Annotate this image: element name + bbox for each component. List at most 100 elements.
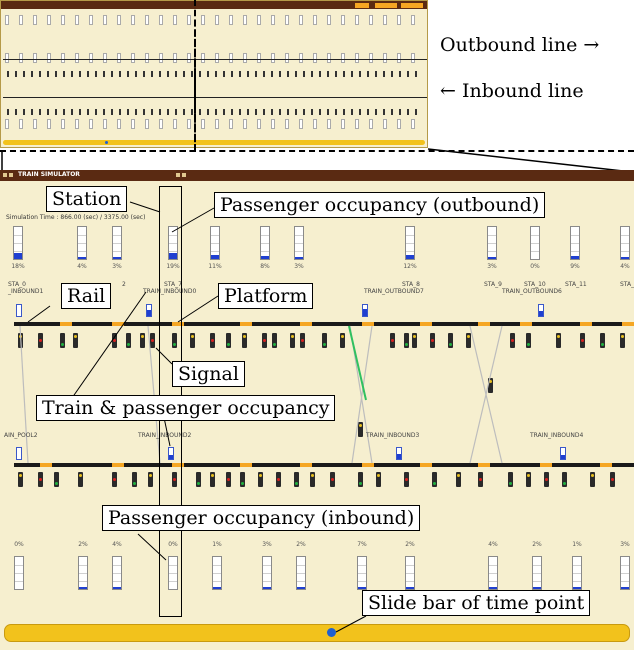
time-slide-knob[interactable]: [326, 628, 336, 637]
platform: [300, 463, 312, 467]
thumbnail-gauge: [327, 119, 331, 129]
thumbnail-signal: [231, 109, 233, 115]
thumbnail-gauge: [19, 53, 23, 63]
occupancy-gauge: [14, 556, 24, 590]
signal: [190, 333, 195, 348]
signal: [140, 333, 145, 348]
thumbnail-signal: [23, 109, 25, 115]
thumbnail-gauge: [131, 53, 135, 63]
thumbnail-gauge: [411, 119, 415, 129]
thumbnail-gauge: [341, 53, 345, 63]
occupancy-gauge: [357, 556, 367, 590]
platform: [622, 322, 634, 326]
thumbnail-signal: [15, 109, 17, 115]
thumbnail-gauge: [257, 53, 261, 63]
station-label: STA_7: [164, 281, 182, 288]
thumbnail-control-button: [355, 3, 369, 8]
thumbnail-signal: [15, 71, 17, 77]
thumbnail-signal: [143, 109, 145, 115]
signal: [272, 333, 277, 348]
window-control-icon[interactable]: [182, 173, 186, 177]
thumbnail-signal: [159, 109, 161, 115]
signal: [38, 333, 43, 348]
train-label: TRAIN_OUTBOUND6: [502, 288, 562, 295]
platform: [520, 322, 532, 326]
signal: [78, 472, 83, 487]
outbound-rail: [14, 322, 634, 326]
occupancy-percent: 4%: [488, 541, 498, 548]
thumbnail-gauge: [5, 53, 9, 63]
window-menu-icon[interactable]: [9, 173, 13, 177]
train-label: _INBOUND1: [8, 288, 44, 295]
signal: [172, 333, 177, 348]
thumbnail-gauge: [299, 119, 303, 129]
window-control-icon[interactable]: [176, 173, 180, 177]
thumbnail-signal: [311, 109, 313, 115]
callout-slide-bar: Slide bar of time point: [362, 590, 591, 616]
signal: [196, 472, 201, 487]
occupancy-percent: 3%: [620, 541, 630, 548]
time-slide-bar[interactable]: [4, 624, 630, 642]
signal: [294, 472, 299, 487]
platform: [362, 463, 374, 467]
thumbnail-gauge: [117, 15, 121, 25]
thumbnail-gauge: [411, 15, 415, 25]
signal: [526, 333, 531, 348]
occupancy-gauge: [168, 556, 178, 590]
thumbnail-signal: [263, 71, 265, 77]
thumbnail-rail: [3, 59, 427, 60]
thumbnail-signal: [95, 109, 97, 115]
thumbnail-signal: [55, 109, 57, 115]
thumbnail-gauge: [89, 119, 93, 129]
train-occupancy: [396, 447, 402, 460]
thumbnail-signal: [407, 109, 409, 115]
signal: [478, 472, 483, 487]
thumbnail-signal: [47, 71, 49, 77]
occupancy-fill: [263, 587, 271, 589]
thumbnail-signal: [263, 109, 265, 115]
occupancy-gauge: [13, 226, 23, 260]
occupancy-gauge: [112, 556, 122, 590]
thumbnail-gauge: [47, 53, 51, 63]
occupancy-fill: [261, 256, 269, 259]
occupancy-fill: [79, 587, 87, 589]
thumbnail-gauge: [313, 119, 317, 129]
window-menu-icon[interactable]: [3, 173, 7, 177]
thumbnail-signal: [55, 71, 57, 77]
thumbnail-signal: [415, 71, 417, 77]
signal: [132, 472, 137, 487]
occupancy-gauge: [212, 556, 222, 590]
thumbnail-gauge: [187, 15, 191, 25]
callout-platform: Platform: [218, 283, 314, 309]
thumbnail-gauge: [257, 15, 261, 25]
thumbnail-gauge: [33, 119, 37, 129]
signal: [258, 472, 263, 487]
occupancy-gauge: [296, 556, 306, 590]
thumbnail-gauge: [5, 15, 9, 25]
thumbnail-signal: [199, 109, 201, 115]
thumbnail-gauge: [355, 119, 359, 129]
signal: [290, 333, 295, 348]
thumbnail-gauge: [355, 53, 359, 63]
thumbnail-signal: [103, 109, 105, 115]
thumbnail-signal: [71, 109, 73, 115]
occupancy-percent: 4%: [77, 263, 87, 270]
thumbnail-signal: [327, 71, 329, 77]
signal: [610, 472, 615, 487]
train-label: TRAIN_INBOUND0: [143, 288, 197, 295]
callout-train-occupancy: Train & passenger occupancy: [36, 395, 336, 421]
station-label: STA_10: [524, 281, 546, 288]
occupancy-fill: [113, 587, 121, 589]
signal: [226, 333, 231, 348]
occupancy-percent: 3%: [294, 263, 304, 270]
thumbnail-signal: [383, 71, 385, 77]
thumbnail-signal: [247, 71, 249, 77]
signal: [358, 422, 363, 437]
platform: [540, 463, 552, 467]
signal: [404, 333, 409, 348]
thumbnail-gauge: [243, 15, 247, 25]
platform: [240, 322, 252, 326]
thumbnail-signal: [351, 71, 353, 77]
signal: [466, 333, 471, 348]
